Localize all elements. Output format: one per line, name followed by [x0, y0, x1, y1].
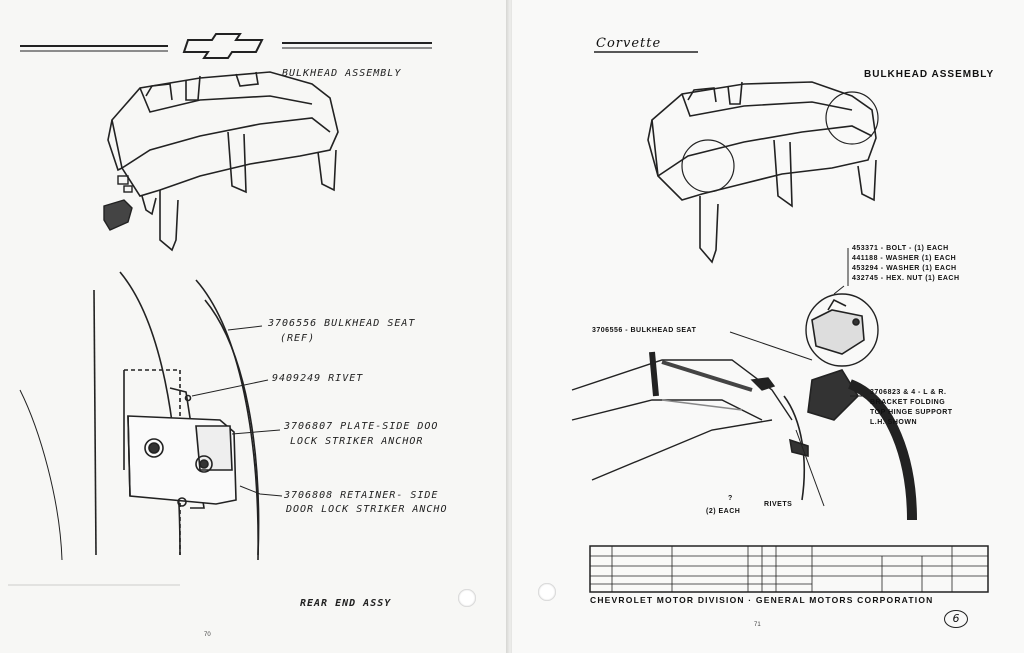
hardware-callout-line1: 453371 - BOLT - (1) EACH	[852, 245, 949, 252]
callout-rivet: 9409249 RIVET	[272, 373, 364, 384]
hardware-callout-line4: 432745 - HEX. NUT (1) EACH	[852, 275, 960, 282]
header-rule	[20, 42, 432, 52]
rivets-qty: (2) EACH	[706, 508, 741, 515]
parts-table-frame	[589, 545, 989, 593]
callout-striker-plate-line2: LOCK STRIKER ANCHOR	[290, 436, 424, 447]
parts-table-lines	[590, 546, 988, 592]
book-gutter	[506, 0, 514, 653]
hardware-callout-line2: 441188 - WASHER (1) EACH	[852, 255, 957, 262]
left-page-title: BULKHEAD ASSEMBLY	[282, 68, 402, 79]
bracket-callout-line3: TOP HINGE SUPPORT	[870, 409, 953, 416]
corvette-script-logo: Corvette	[596, 36, 662, 51]
binder-hole-left	[538, 583, 556, 601]
page-number: 71	[754, 622, 761, 628]
bulkhead-assembly-drawing	[647, 81, 879, 264]
left-page: BULKHEAD ASSEMBLY 3706556 BULKHEAD SEAT …	[0, 0, 508, 653]
leader-lines	[729, 248, 868, 507]
bracket-callout-line2: BRACKET FOLDING	[870, 399, 946, 406]
hardware-callout-line3: 453294 - WASHER (1) EACH	[852, 265, 957, 272]
right-page-illustrations	[571, 51, 989, 593]
leader-lines	[191, 325, 283, 497]
bracket-callout-line4: L.H. SHOWN	[870, 419, 917, 426]
callout-bulkhead-seat-ref: (REF)	[280, 333, 316, 344]
right-page: Corvette BULKHEAD ASSEMBLY 453371 - BOLT…	[512, 0, 1024, 653]
seat-callout: 3706556 - BULKHEAD SEAT	[592, 327, 697, 334]
callout-striker-plate: 3706807 PLATE-SIDE DOO	[284, 421, 439, 432]
striker-detail-drawing	[19, 271, 260, 561]
seat-section-drawing	[571, 351, 793, 481]
callout-striker-retainer-line2: DOOR LOCK STRIKER ANCHO	[286, 504, 448, 515]
binder-hole-right-page-edge	[458, 589, 476, 607]
right-page-title: BULKHEAD ASSEMBLY	[864, 69, 995, 80]
footer-note: REAR END ASSY	[300, 598, 392, 609]
rivets-qty-mark: ?	[728, 495, 733, 502]
bulkhead-assembly-drawing	[107, 71, 339, 252]
circled-section-number: 6	[944, 610, 968, 628]
left-page-illustrations	[8, 33, 432, 586]
rivets-label: RIVETS	[764, 501, 793, 508]
small-parts-exploded	[103, 175, 133, 231]
page-number: 70	[204, 632, 211, 638]
chevrolet-bowtie-icon	[182, 33, 264, 59]
callout-bulkhead-seat: 3706556 BULKHEAD SEAT	[268, 318, 416, 329]
callout-striker-retainer: 3706808 RETAINER- SIDE	[284, 490, 439, 501]
publisher-footer: CHEVROLET MOTOR DIVISION · GENERAL MOTOR…	[590, 595, 934, 605]
hinge-bracket-detail	[783, 293, 917, 521]
bracket-callout-line1: 3706823 & 4 - L & R.	[870, 389, 947, 396]
